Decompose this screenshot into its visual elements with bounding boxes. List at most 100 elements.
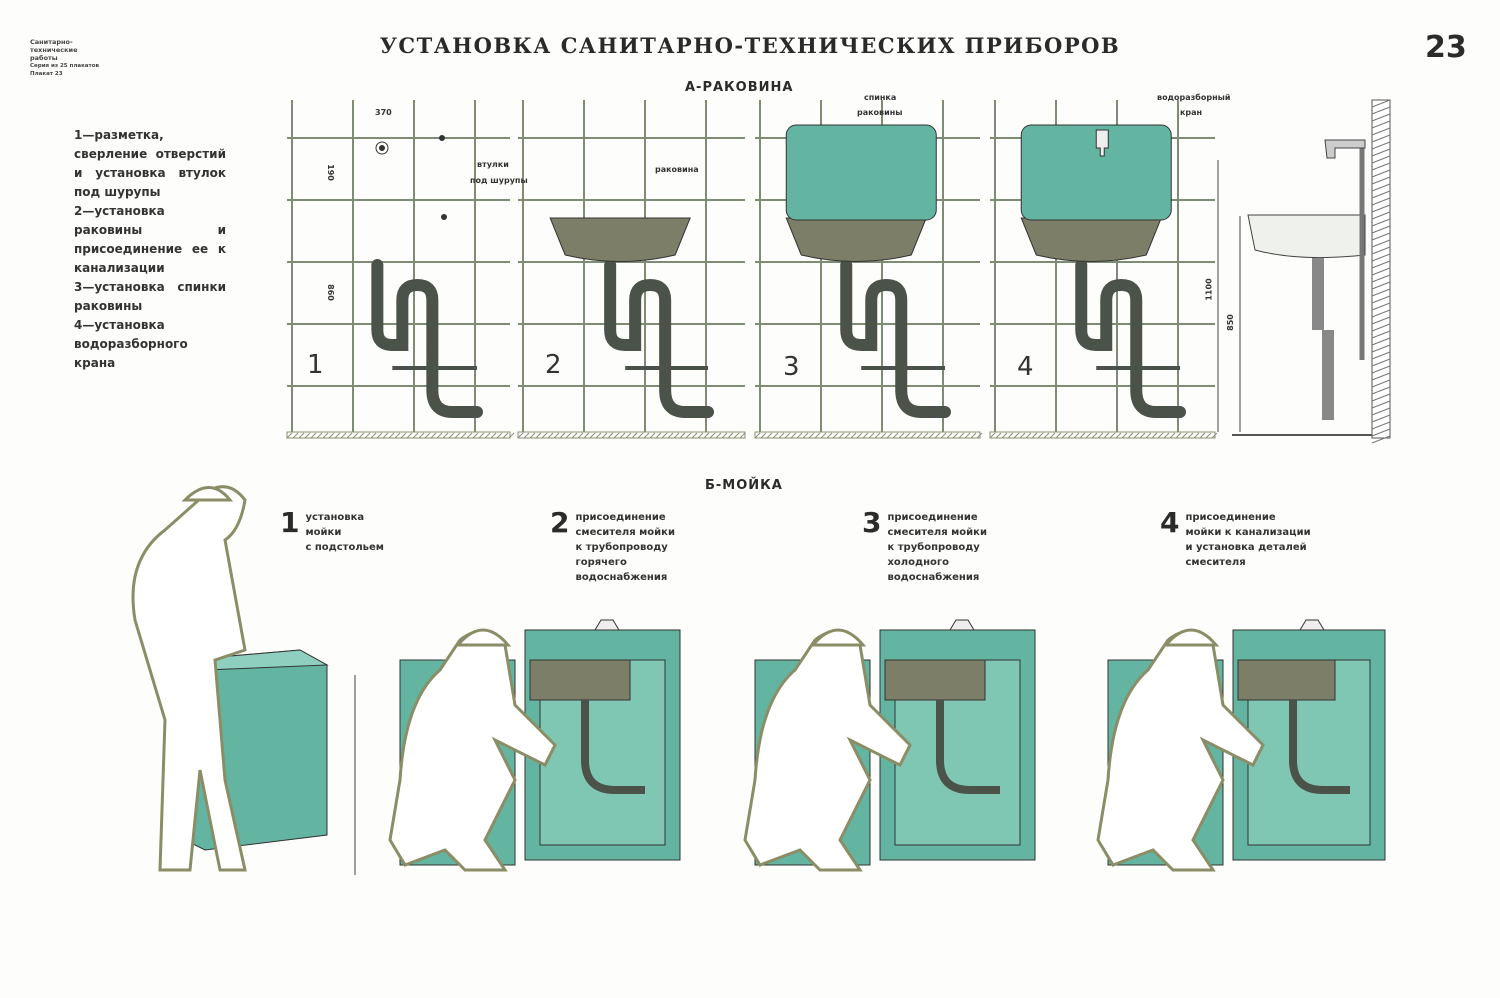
wall-hatch xyxy=(1371,183,1391,192)
floor-hatch xyxy=(784,432,791,439)
legend-item: 3—установка спинки раковины xyxy=(74,280,226,313)
floor-hatch xyxy=(571,432,578,439)
tile-wall-panel xyxy=(286,100,515,439)
floor-hatch xyxy=(643,432,650,439)
wall-hatch xyxy=(1371,295,1391,304)
washbasin xyxy=(785,217,927,262)
dimension-1100: 1100 xyxy=(1204,278,1214,301)
floor-hatch xyxy=(844,432,851,439)
floor-hatch xyxy=(874,432,881,439)
step-text: и установка деталей xyxy=(1185,542,1307,553)
hard-hat xyxy=(1162,628,1220,647)
step-number: 1 xyxy=(280,506,300,539)
wall-hatch xyxy=(1371,211,1391,220)
step-text: мойки xyxy=(305,527,342,538)
wall-hatch xyxy=(1371,372,1391,381)
floor-hatch xyxy=(364,432,371,439)
side-view xyxy=(1217,99,1391,444)
floor-hatch xyxy=(790,432,797,439)
wall-hatch xyxy=(1371,302,1391,311)
step-text: горячего xyxy=(575,557,627,568)
floor-hatch xyxy=(529,432,536,439)
floor-hatch xyxy=(976,432,983,439)
wall-hatch xyxy=(1371,337,1391,346)
wall-hatch xyxy=(1371,407,1391,416)
floor-hatch xyxy=(667,432,674,439)
floor-hatch xyxy=(496,432,503,439)
wall-hatch xyxy=(1371,358,1391,367)
panel-number: 1 xyxy=(307,350,324,380)
floor-hatch xyxy=(802,432,809,439)
wall-hatch xyxy=(1371,99,1391,108)
step-text: установка xyxy=(305,512,365,523)
step-text: присоединение xyxy=(1185,512,1276,523)
floor-hatch xyxy=(400,432,407,439)
floor-hatch xyxy=(523,432,530,439)
drain-pipe xyxy=(840,259,951,418)
floor-hatch xyxy=(304,432,311,439)
floor-hatch xyxy=(466,432,473,439)
floor-hatch xyxy=(928,432,935,439)
faucet xyxy=(1299,619,1325,631)
step-text: мойки к канализации xyxy=(1185,527,1311,538)
panel-number: 2 xyxy=(545,350,562,380)
floor-hatch xyxy=(1169,432,1176,439)
wall-hatch xyxy=(1371,232,1391,241)
floor-hatch xyxy=(1181,432,1188,439)
tile-wall-panel xyxy=(517,100,746,439)
floor-hatch xyxy=(1187,432,1194,439)
floor-hatch xyxy=(1025,432,1032,439)
sink-scene xyxy=(388,619,681,872)
floor-hatch xyxy=(1163,432,1170,439)
wall-hatch xyxy=(1371,197,1391,206)
step-4: 4 присоединение мойки к канализации и уста… xyxy=(1160,506,1311,570)
floor-hatch xyxy=(1091,432,1098,439)
series-line: работы xyxy=(30,54,58,62)
floor-hatch xyxy=(376,432,383,439)
sink-scene xyxy=(131,485,356,875)
floor-hatch xyxy=(760,432,767,439)
wall-hatch xyxy=(1371,288,1391,297)
floor-hatch xyxy=(328,432,335,439)
label-tap: водоразборный xyxy=(1157,93,1231,102)
drain-side xyxy=(1312,258,1334,420)
wall-hatch xyxy=(1371,225,1391,234)
floor-hatch xyxy=(484,432,491,439)
floor-hatch xyxy=(442,432,449,439)
floor-hatch xyxy=(352,432,359,439)
floor-hatch xyxy=(679,432,686,439)
floor-hatch xyxy=(727,432,734,439)
wall-hatch xyxy=(1371,176,1391,185)
wall-hatch xyxy=(1371,386,1391,395)
washbasin-side xyxy=(1247,214,1366,259)
floor-hatch xyxy=(904,432,911,439)
floor-hatch xyxy=(880,432,887,439)
wall-hatch xyxy=(1371,246,1391,255)
floor-hatch xyxy=(298,432,305,439)
floor-hatch xyxy=(685,432,692,439)
series-info: Санитарно- технические работы Серия из 2… xyxy=(30,38,120,78)
floor-hatch xyxy=(814,432,821,439)
floor-hatch xyxy=(697,432,704,439)
floor-hatch xyxy=(1067,432,1074,439)
floor-hatch xyxy=(649,432,656,439)
floor-hatch xyxy=(340,432,347,439)
floor-hatch xyxy=(661,432,668,439)
wall-hatch xyxy=(1371,148,1391,157)
step-number: 4 xyxy=(1160,506,1180,539)
tile-wall-panel xyxy=(989,100,1218,439)
floor-hatch xyxy=(1097,432,1104,439)
wall-hatch xyxy=(1371,309,1391,318)
floor-hatch xyxy=(1157,432,1164,439)
wall-hatch xyxy=(1371,323,1391,332)
wall-hatch xyxy=(1371,421,1391,430)
floor-hatch xyxy=(916,432,923,439)
wall-hatch xyxy=(1371,435,1391,444)
wall-hatch xyxy=(1371,400,1391,409)
step-text: смесителя мойки xyxy=(887,527,987,538)
sink-bowl xyxy=(884,659,986,701)
floor-hatch xyxy=(631,432,638,439)
floor-hatch xyxy=(595,432,602,439)
floor-hatch xyxy=(691,432,698,439)
